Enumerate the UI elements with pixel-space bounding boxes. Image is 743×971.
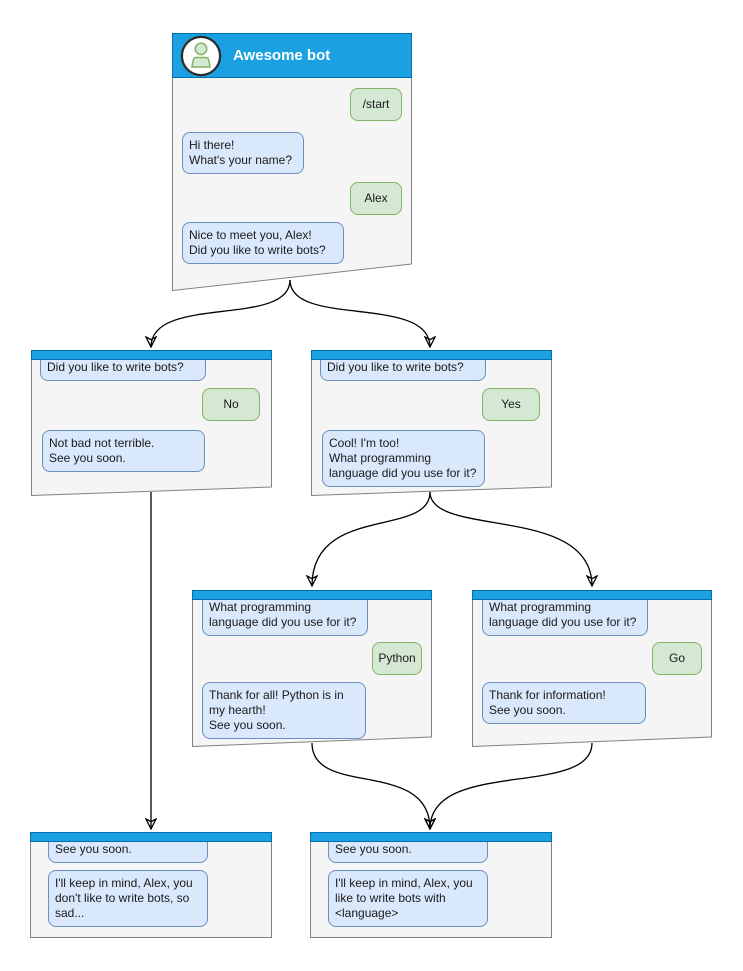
arrow-go-to-end <box>430 742 593 829</box>
chat-header: Awesome bot <box>172 33 412 78</box>
user-message-bubble: Python <box>372 642 422 675</box>
user-message-bubble: /start <box>350 88 402 121</box>
user-message-bubble: Yes <box>482 388 540 421</box>
chat-window-end-no: See you soon. I'll keep in mind, Alex, y… <box>30 832 272 938</box>
bot-message-bubble: Thank for information! See you soon. <box>482 682 646 724</box>
bot-message-bubble: I'll keep in mind, Alex, you like to wri… <box>328 870 488 927</box>
bot-message-bubble: I'll keep in mind, Alex, you don't like … <box>48 870 208 927</box>
bot-avatar-icon <box>180 35 222 77</box>
chat-window-python-branch: What programming language did you use fo… <box>192 590 432 747</box>
user-message-bubble: Go <box>652 642 702 675</box>
arrow-python-to-end <box>311 742 430 829</box>
bot-message-bubble: Hi there! What's your name? <box>182 132 304 174</box>
user-message-bubble: Alex <box>350 182 402 215</box>
bot-message-bubble: Nice to meet you, Alex! Did you like to … <box>182 222 344 264</box>
window-title-strip <box>31 350 272 360</box>
window-title-strip <box>310 832 552 842</box>
chat-window-no-branch: Did you like to write bots? No Not bad n… <box>31 350 272 496</box>
window-title-strip <box>30 832 272 842</box>
window-title-strip <box>472 590 712 600</box>
chat-window-main: Awesome bot /start Hi there! What's your… <box>172 33 412 291</box>
chat-window-yes-branch: Did you like to write bots? Yes Cool! I'… <box>311 350 552 496</box>
arrow-yes-to-python <box>312 491 431 586</box>
chat-window-go-branch: What programming language did you use fo… <box>472 590 712 747</box>
bot-message-bubble: Not bad not terrible. See you soon. <box>42 430 205 472</box>
window-title-strip <box>192 590 432 600</box>
bot-message-bubble: Thank for all! Python is in my hearth! S… <box>202 682 366 739</box>
bot-message-bubble: Cool! I'm too! What programming language… <box>322 430 485 487</box>
bot-title: Awesome bot <box>233 47 331 64</box>
window-title-strip <box>311 350 552 360</box>
arrow-yes-to-go <box>429 491 592 586</box>
chat-window-end-yes: See you soon. I'll keep in mind, Alex, y… <box>310 832 552 938</box>
user-message-bubble: No <box>202 388 260 421</box>
